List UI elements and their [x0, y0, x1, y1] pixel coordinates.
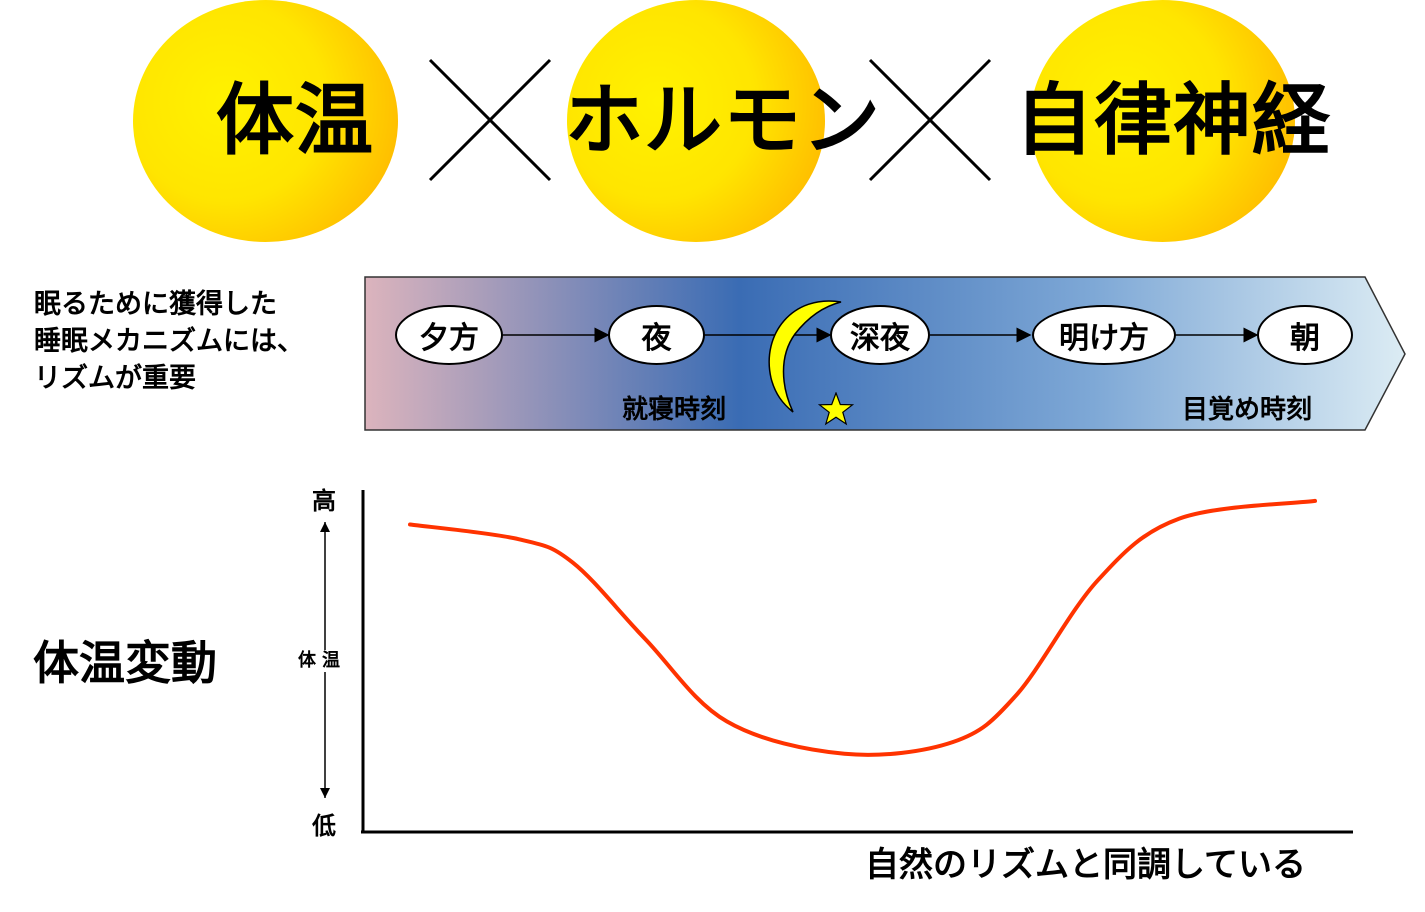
- y-axis-low-label: 低: [312, 812, 336, 840]
- circle-body-temperature: [133, 0, 398, 242]
- x-axis-caption: 自然のリズムと同調している: [865, 845, 1306, 885]
- timeline-node-morning: 朝: [1257, 305, 1353, 365]
- y-axis-high-label: 高: [312, 487, 336, 515]
- timeline-node-dawn: 明け方: [1032, 305, 1176, 365]
- temperature-curve: [408, 498, 1317, 757]
- word-body-temperature: 体温: [216, 76, 375, 166]
- word-hormone: ホルモン: [565, 76, 882, 166]
- wake-time-label: 目覚め時刻: [1182, 395, 1313, 425]
- multiply-icon: [428, 58, 552, 182]
- intro-line: 眠るために獲得した: [34, 289, 277, 320]
- timeline-node-evening: 夕方: [395, 305, 503, 365]
- section-title: 体温変動: [33, 636, 217, 690]
- intro-text: 眠るために獲得した 睡眠メカニズムには、 リズムが重要: [34, 286, 304, 397]
- circle-autonomic-nerves: [1030, 0, 1295, 242]
- timeline-node-late-night: 深夜: [830, 305, 930, 365]
- multiply-icon: [868, 58, 992, 182]
- moon-icon: [768, 300, 842, 413]
- word-autonomic-nerves: 自律神経: [1015, 76, 1332, 166]
- timeline-band: 夕方 夜 深夜 明け方 朝 就寝時刻 目覚め時刻: [360, 274, 1410, 434]
- temperature-chart: 高 体温 低 自然のリズムと同調している: [280, 480, 1380, 885]
- y-axis-label: 体温: [298, 650, 346, 672]
- circle-hormone: [567, 0, 825, 242]
- intro-line: 睡眠メカニズムには、: [34, 326, 304, 357]
- timeline-node-night: 夜: [608, 305, 705, 365]
- intro-line: リズムが重要: [34, 363, 196, 394]
- bedtime-label: 就寝時刻: [622, 395, 727, 425]
- star-icon: [818, 392, 854, 426]
